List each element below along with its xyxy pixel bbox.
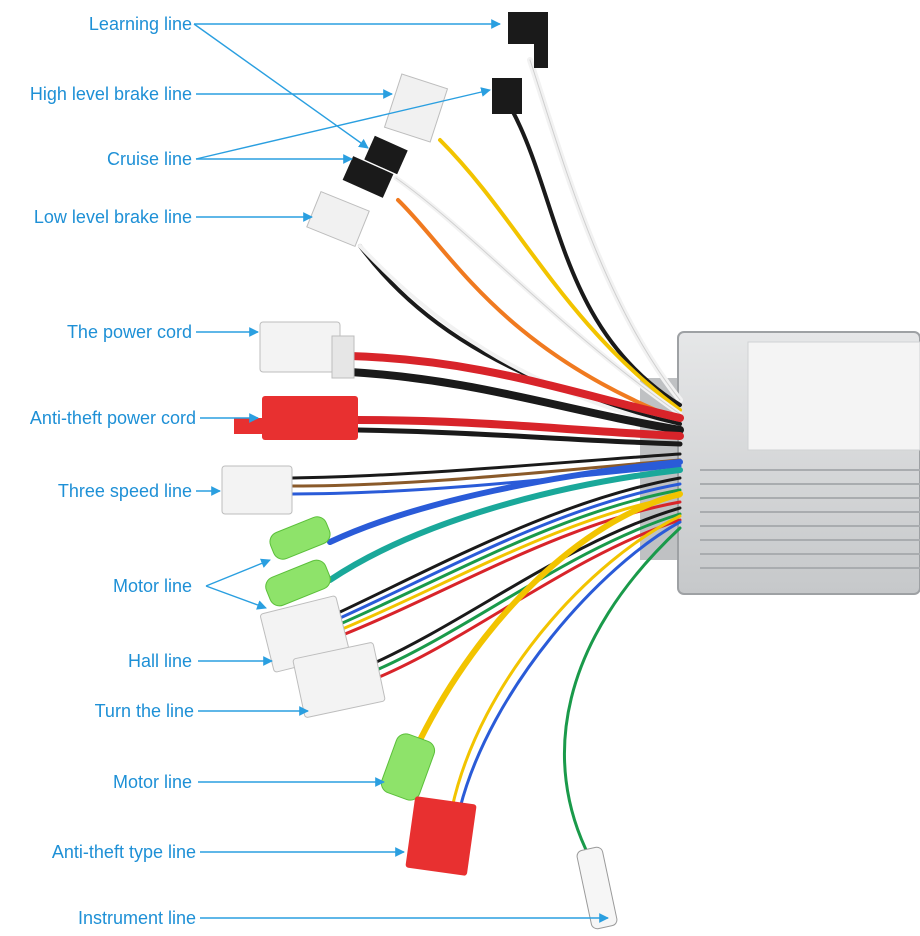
wire-white-cruise-edge <box>395 177 681 415</box>
wire-bundle <box>290 57 684 860</box>
wire-teal-motor <box>327 467 683 583</box>
wire-white-learning <box>527 57 683 403</box>
motor-connector-upper <box>269 516 331 560</box>
wire-yellow-high-brake <box>438 138 682 412</box>
power-connector <box>259 321 341 373</box>
wire-hall-yellow <box>338 494 682 632</box>
wire-red-anti-theft <box>354 416 684 440</box>
leader-cruise-1 <box>195 87 491 160</box>
wire-black-anti-theft <box>355 427 683 447</box>
leader-lines <box>193 19 609 923</box>
wire-hall-blue <box>338 482 682 620</box>
wire-instrument-green <box>563 526 682 860</box>
wire-anti-theft-blue <box>458 520 682 810</box>
controller-label-plate <box>747 341 920 451</box>
label-power-cord: The power cord <box>67 322 192 342</box>
label-turn-the-line: Turn the line <box>95 701 194 721</box>
label-cruise-line: Cruise line <box>107 149 192 169</box>
label-low-brake-line: Low level brake line <box>34 207 192 227</box>
three-speed-connector <box>221 465 293 515</box>
label-anti-theft-type-line: Anti-theft type line <box>52 842 196 862</box>
leader-learning-2 <box>193 23 369 149</box>
wire-hall-red <box>338 500 682 638</box>
label-hall-line: Hall line <box>128 651 192 671</box>
label-motor-line-lower: Motor line <box>113 772 192 792</box>
wire-blue-speed <box>290 464 682 496</box>
label-anti-theft-power-cord: Anti-theft power cord <box>30 408 196 428</box>
learning-connector <box>508 12 548 44</box>
anti-theft-type-connector <box>405 796 477 876</box>
wire-black-speed <box>290 452 682 480</box>
wire-brown-speed <box>290 458 682 488</box>
motor-connector-bottom <box>380 733 436 801</box>
instrument-terminal <box>576 846 618 930</box>
labels: Learning line High level brake line Crui… <box>30 14 196 928</box>
label-three-speed-line: Three speed line <box>58 481 192 501</box>
wire-white-learning-edge <box>529 59 681 401</box>
wire-hall-green <box>338 488 682 626</box>
wire-orange <box>396 198 682 422</box>
wire-black-cruise <box>510 108 682 407</box>
learning-connector-tail <box>534 40 548 68</box>
wire-black-power <box>346 368 684 434</box>
turn-connector <box>292 642 386 718</box>
cruise-connector-lower <box>342 156 394 198</box>
cruise-connector-right <box>492 78 522 114</box>
label-motor-line-upper: Motor line <box>113 576 192 596</box>
leader-motor-a-1 <box>205 558 271 587</box>
wire-anti-theft-yellow <box>450 514 682 810</box>
anti-theft-power-connector <box>262 396 358 440</box>
wire-hall-black <box>338 476 682 614</box>
wire-turn-green <box>370 512 682 674</box>
wire-white-low-brake <box>358 244 682 430</box>
wire-blue-motor <box>327 459 683 545</box>
label-instrument-line: Instrument line <box>78 908 196 928</box>
label-learning-line: Learning line <box>89 14 192 34</box>
low-brake-connector <box>306 190 370 248</box>
wire-turn-black <box>370 506 682 666</box>
power-connector-collar <box>331 335 355 379</box>
wire-yellow-motor <box>417 491 683 743</box>
label-high-brake-line: High level brake line <box>30 84 192 104</box>
controller-cooling-fins <box>700 469 920 569</box>
wire-red-power <box>346 352 684 422</box>
connectors <box>221 12 618 930</box>
anti-theft-power-connector-latch <box>234 418 266 434</box>
motor-connector-lower <box>265 559 331 607</box>
leader-motor-a-2 <box>205 585 267 610</box>
cruise-connector-upper <box>364 135 408 175</box>
controller-housing <box>640 331 920 595</box>
